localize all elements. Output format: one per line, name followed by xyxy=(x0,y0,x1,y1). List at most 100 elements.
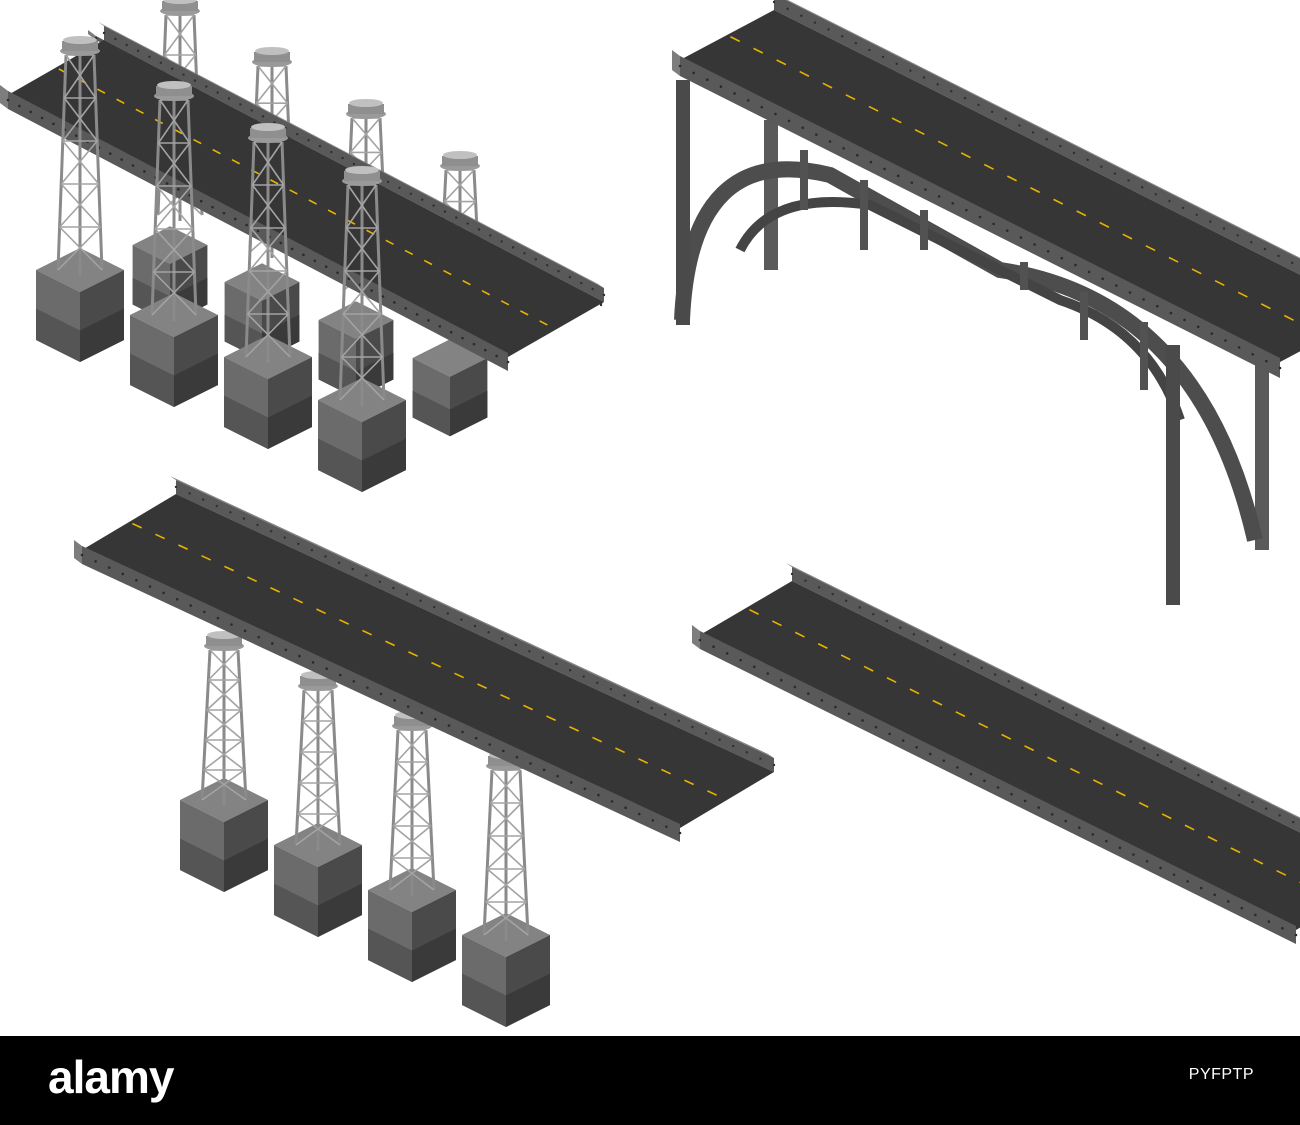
tower-brace xyxy=(151,271,195,316)
rivet xyxy=(725,652,729,655)
rivet xyxy=(239,103,242,106)
rivet xyxy=(514,643,517,647)
rivet xyxy=(1113,172,1117,175)
pier-base-right xyxy=(318,883,362,937)
pier-base-right xyxy=(80,308,124,362)
arch-leg xyxy=(1166,345,1180,605)
rivet xyxy=(461,730,464,734)
rivet xyxy=(746,99,750,102)
rivet xyxy=(529,762,532,765)
lane-marking xyxy=(1214,279,1225,287)
rivet xyxy=(528,650,531,653)
rivet xyxy=(1132,853,1135,856)
rivet xyxy=(1226,900,1230,903)
tower-brace xyxy=(251,141,283,186)
pier-base-left xyxy=(36,308,80,362)
rivet xyxy=(302,253,305,257)
tower-brace xyxy=(298,751,336,784)
rivet xyxy=(817,586,821,589)
tower-brace xyxy=(206,679,241,711)
lane-marking xyxy=(477,683,487,689)
rivet xyxy=(1007,680,1010,683)
rail-end-cap xyxy=(672,50,680,76)
tower-brace xyxy=(351,117,383,153)
tower-brace xyxy=(250,184,285,229)
tower-brace xyxy=(391,825,432,859)
tower-leg xyxy=(330,689,342,846)
rivet xyxy=(901,739,905,742)
rivet xyxy=(804,579,807,582)
rivet xyxy=(143,170,146,173)
tower-cap-block xyxy=(162,1,198,11)
arch-rib-inner xyxy=(735,197,1185,422)
rivet xyxy=(188,492,191,495)
tower-brace xyxy=(165,14,197,56)
rivet xyxy=(205,85,208,88)
pier-base-left xyxy=(274,883,318,937)
tower-cap-block xyxy=(206,636,242,646)
lane-marking xyxy=(523,704,533,711)
tower-brace xyxy=(344,270,382,315)
rivet xyxy=(752,665,756,669)
rivet xyxy=(148,55,151,59)
arch-hanger xyxy=(1080,292,1088,340)
rivet xyxy=(807,692,810,695)
rivet xyxy=(1240,906,1244,910)
tower-brace xyxy=(303,689,335,722)
tower-brace xyxy=(392,793,430,827)
rivet xyxy=(256,523,259,527)
rivet xyxy=(1086,158,1089,162)
rivet xyxy=(766,672,770,675)
tower-brace xyxy=(485,901,529,936)
lane-marking xyxy=(1001,733,1012,740)
rivet xyxy=(1088,720,1092,723)
lane-marking xyxy=(132,522,142,529)
lane-marking xyxy=(385,640,395,647)
rivet xyxy=(609,687,613,691)
rivet xyxy=(1115,733,1119,737)
rivet xyxy=(1101,277,1105,281)
tower-cap-block xyxy=(348,104,384,114)
rivet xyxy=(170,67,174,70)
lattice-tower xyxy=(338,166,386,406)
rivet xyxy=(966,659,970,663)
tower-brace xyxy=(255,65,287,104)
bridge-deck xyxy=(0,22,606,371)
tower-brace xyxy=(345,227,380,272)
rivet xyxy=(352,162,356,166)
rivet xyxy=(990,110,994,114)
tower-leg xyxy=(186,99,198,316)
tower-brace xyxy=(489,802,524,837)
rivet xyxy=(1195,213,1198,216)
rivet xyxy=(500,637,504,640)
tower-leg xyxy=(294,689,306,846)
far-rail-top xyxy=(785,0,1300,259)
rivet xyxy=(874,725,878,729)
rivet xyxy=(1046,250,1050,253)
rivet xyxy=(779,678,783,682)
lane-marking xyxy=(891,117,902,124)
lane-marking xyxy=(404,249,414,256)
rivet xyxy=(6,98,10,102)
rivet xyxy=(1021,686,1024,690)
rivet xyxy=(1294,933,1298,937)
tower-brace xyxy=(349,117,381,153)
tower-brace xyxy=(297,813,341,846)
rivet xyxy=(1170,760,1173,763)
rivet xyxy=(108,152,112,155)
tower-brace xyxy=(300,751,338,784)
rivet xyxy=(325,667,328,671)
lattice-tower xyxy=(294,671,342,851)
arch-leg xyxy=(676,80,690,325)
tower-brace xyxy=(157,142,192,187)
road-surface xyxy=(82,494,774,828)
rivet xyxy=(433,605,436,609)
tower-cap-top xyxy=(163,0,197,4)
rivet xyxy=(311,661,315,664)
lane-marking xyxy=(135,108,144,115)
rivet xyxy=(534,258,538,261)
rivet xyxy=(965,208,968,212)
rivet xyxy=(883,167,886,171)
rivet xyxy=(888,732,891,736)
rivet xyxy=(427,319,430,322)
